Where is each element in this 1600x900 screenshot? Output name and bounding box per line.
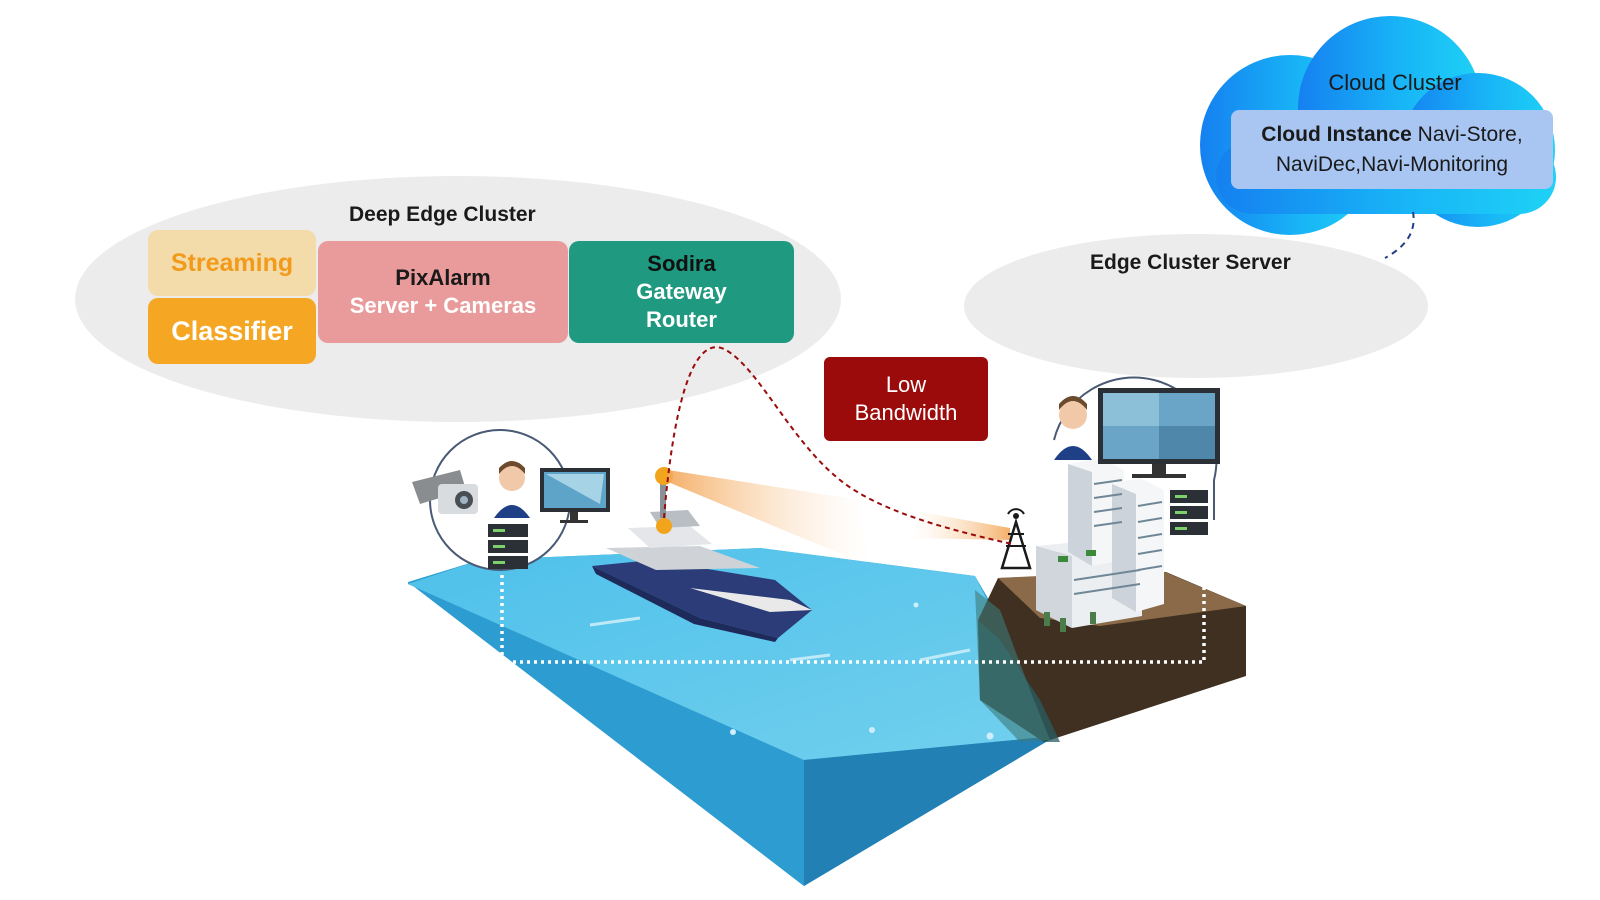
pixalarm-title: PixAlarm xyxy=(395,264,491,290)
edge-cluster-server-title: Edge Cluster Server xyxy=(1090,251,1291,274)
low-bandwidth-line1: Low xyxy=(885,371,927,397)
sodira-title: Sodira xyxy=(647,250,716,276)
classifier-label: Classifier xyxy=(171,315,293,346)
low-bandwidth-link xyxy=(663,346,1013,545)
sea-block xyxy=(408,548,1056,886)
sodira-line3: Router xyxy=(646,307,717,333)
sodira-gateway-box: Sodira Gateway Router xyxy=(569,241,794,343)
edge-building xyxy=(1036,458,1164,632)
radio-tower xyxy=(910,508,1032,570)
pixalarm-box: PixAlarm Server + Cameras xyxy=(318,241,568,343)
cloud-instance-line1: Cloud Instance Navi-Store, xyxy=(1261,120,1522,150)
deep-edge-cluster-title: Deep Edge Cluster xyxy=(349,203,536,226)
camera-icon xyxy=(412,470,478,514)
pixalarm-subtitle: Server + Cameras xyxy=(349,293,537,318)
edge-cluster-ellipse xyxy=(964,234,1428,378)
low-bandwidth-box: Low Bandwidth xyxy=(824,357,988,441)
cloud-instance-services-2: NaviDec,Navi-Monitoring xyxy=(1275,152,1509,176)
classifier-box: Classifier xyxy=(148,298,316,364)
server-icon xyxy=(488,524,528,569)
cloud-instance-box: Cloud Instance Navi-Store, NaviDec,Navi-… xyxy=(1231,110,1553,189)
ship xyxy=(592,467,870,642)
cloud-cluster-title: Cloud Cluster xyxy=(1328,70,1462,95)
ship-monitoring-station xyxy=(412,429,610,571)
streaming-label: Streaming xyxy=(170,249,294,277)
sodira-line2: Gateway xyxy=(636,278,727,304)
edge-monitoring-station xyxy=(1053,376,1220,535)
cloud-instance-services-1: Navi-Store, xyxy=(1411,122,1523,146)
low-bandwidth-line2: Bandwidth xyxy=(854,400,958,425)
cloud-instance-label: Cloud Instance xyxy=(1261,122,1412,146)
local-network-dotted-line xyxy=(500,548,1206,664)
cloud-edge-link xyxy=(1384,211,1415,259)
monitor-icon xyxy=(540,468,610,523)
operator-avatar xyxy=(494,461,530,518)
streaming-box: Streaming xyxy=(148,230,316,296)
